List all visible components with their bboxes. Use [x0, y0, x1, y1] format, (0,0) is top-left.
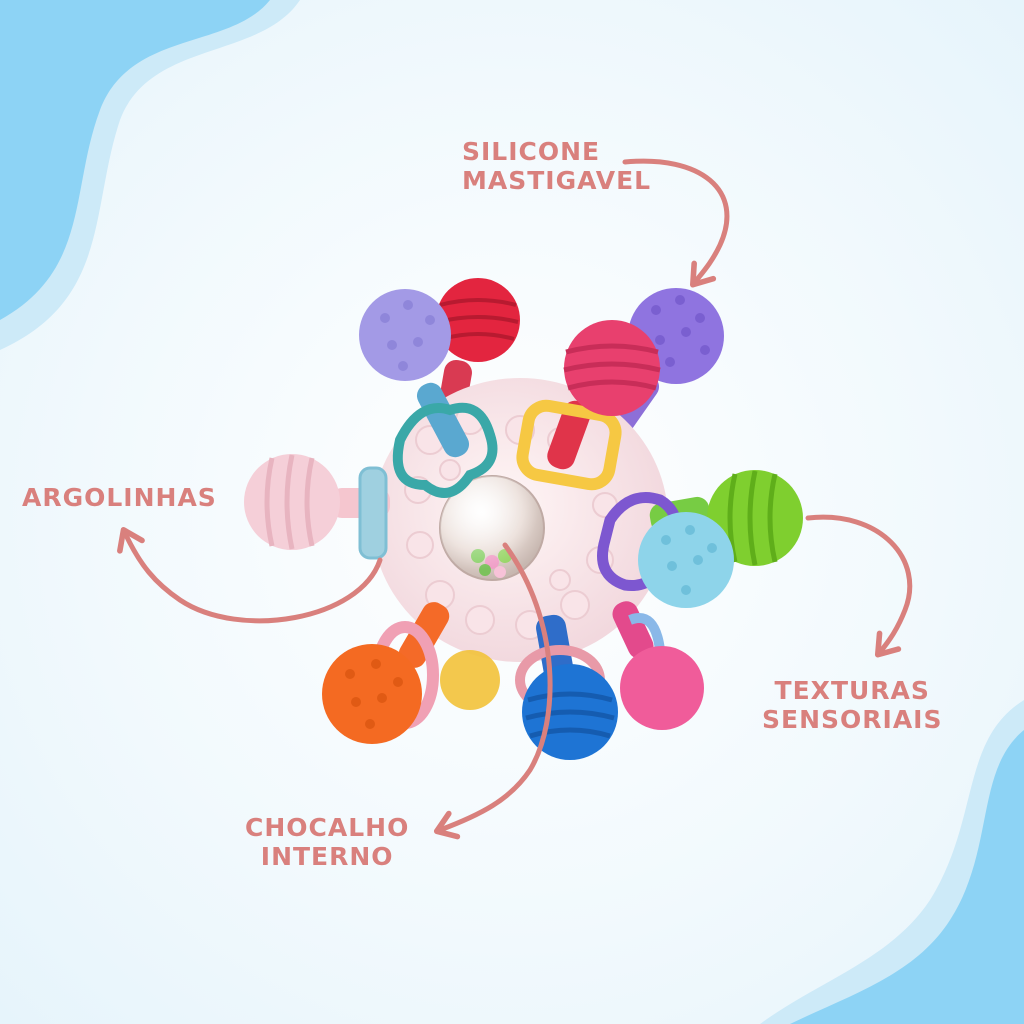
label-chocalho-interno: CHOCALHO INTERNO	[245, 813, 410, 872]
lilac-ball	[359, 289, 451, 381]
label-line: TEXTURAS	[774, 676, 930, 705]
label-line: INTERNO	[260, 841, 394, 871]
light-blue-ball	[638, 512, 734, 608]
teether-toy	[244, 278, 803, 760]
label-line: SILICONE	[462, 137, 601, 166]
arrow-argolinhas	[117, 527, 383, 624]
label-argolinhas: ARGOLINHAS	[22, 483, 217, 513]
arrow-chocalho	[433, 542, 553, 840]
label-line: SENSORIAIS	[762, 704, 943, 734]
ring-teal	[392, 402, 498, 498]
label-line: ARGOLINHAS	[22, 483, 217, 512]
pink-striped-ball	[564, 320, 660, 416]
ring-light-blue	[358, 466, 388, 560]
orange-ball	[322, 644, 422, 744]
arrow-silicone	[622, 158, 730, 288]
label-silicone-mastigavel: SILICONE MASTIGAVEL	[462, 137, 652, 196]
label-texturas-sensoriais: TEXTURAS SENSORIAIS	[762, 676, 943, 735]
top-left-wave	[0, 0, 300, 350]
red-ball	[436, 278, 520, 362]
bottom-right-wave	[760, 700, 1024, 1024]
arrow-texturas	[805, 514, 913, 658]
pink-ball	[620, 646, 704, 730]
ring-yellow	[516, 399, 622, 491]
label-line: MASTIGAVEL	[462, 165, 652, 195]
label-line: CHOCALHO	[245, 813, 410, 842]
